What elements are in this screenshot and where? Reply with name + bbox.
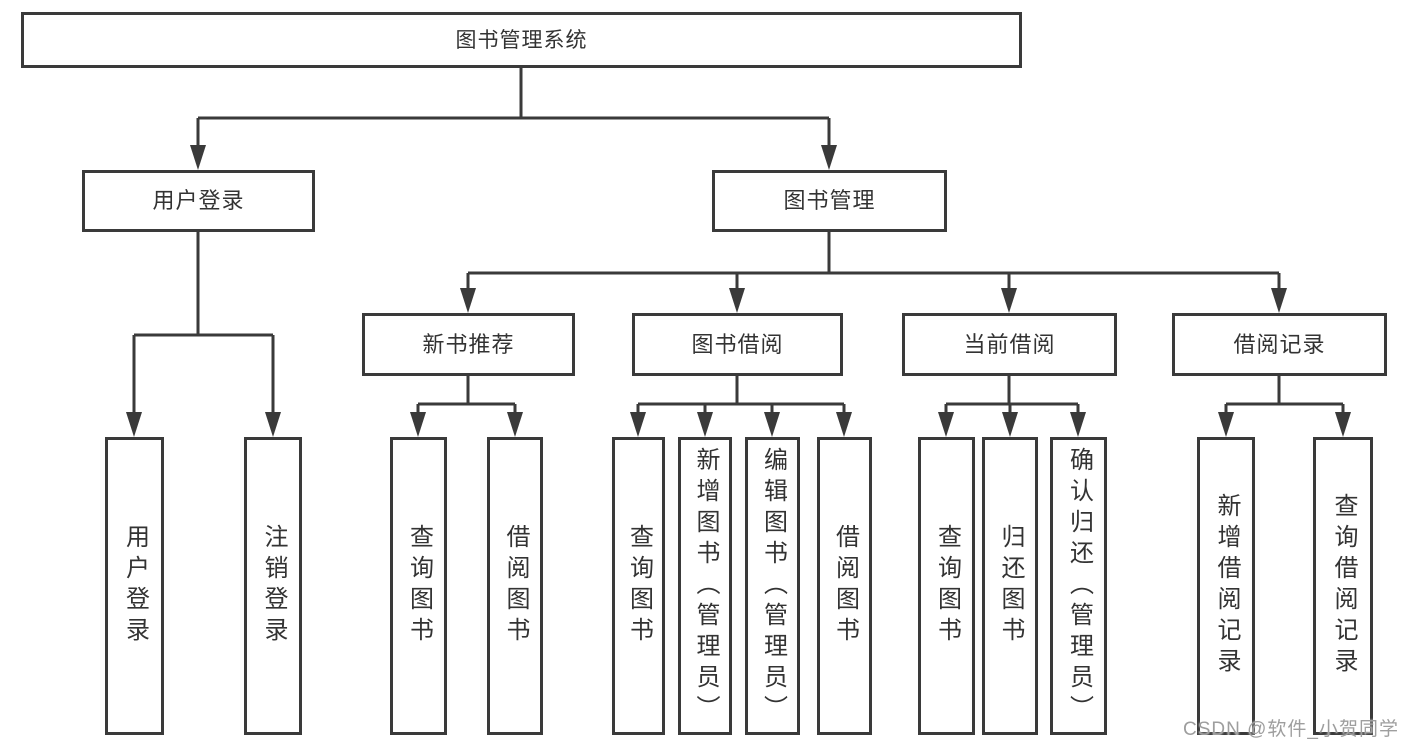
arrowhead-icon	[507, 412, 523, 437]
node-borrowing-records: 借阅记录	[1172, 313, 1387, 376]
arrowhead-icon	[410, 412, 426, 437]
node-label: 新书推荐	[422, 331, 515, 357]
node-current-borrowing: 当前借阅	[902, 313, 1117, 376]
leaf-label: 新增图书（管理员）	[692, 446, 719, 726]
arrowhead-icon	[630, 412, 646, 437]
leaf-label: 查询图书	[625, 524, 653, 648]
leaf-label: 借阅图书	[502, 524, 529, 648]
leaf-borrow-books-borrowing: 借阅图书	[817, 437, 872, 735]
arrowhead-icon	[697, 412, 713, 437]
arrowhead-icon	[190, 145, 206, 170]
arrowheads	[126, 145, 1351, 437]
leaf-confirm-return-admin: 确认归还（管理员）	[1050, 437, 1107, 735]
leaf-add-borrow-record: 新增借阅记录	[1197, 437, 1255, 735]
leaf-label: 新增借阅记录	[1213, 493, 1240, 679]
arrowhead-icon	[1335, 412, 1351, 437]
leaf-label: 查询图书	[933, 524, 961, 648]
arrowhead-icon	[1271, 288, 1287, 313]
arrowhead-icon	[1218, 412, 1234, 437]
arrowhead-icon	[836, 412, 852, 437]
leaf-search-borrow-record: 查询借阅记录	[1313, 437, 1373, 735]
arrowhead-icon	[265, 412, 281, 437]
leaf-edit-books-admin: 编辑图书（管理员）	[745, 437, 800, 735]
leaf-label: 注销登录	[260, 524, 287, 648]
leaf-search-books-borrowing: 查询图书	[612, 437, 665, 735]
node-label: 图书借阅	[691, 331, 784, 357]
leaf-label: 编辑图书（管理员）	[759, 446, 787, 726]
arrowhead-icon	[126, 412, 142, 437]
leaf-logout: 注销登录	[244, 437, 302, 735]
arrowhead-icon	[764, 412, 780, 437]
node-label: 图书管理系统	[455, 28, 588, 52]
leaf-label: 查询图书	[405, 524, 433, 648]
node-book-borrowing: 图书借阅	[632, 313, 843, 376]
arrowhead-icon	[729, 288, 745, 313]
node-label: 用户登录	[152, 188, 245, 213]
arrowhead-icon	[821, 145, 837, 170]
leaf-return-books: 归还图书	[982, 437, 1038, 735]
leaf-borrow-books-recommendation: 借阅图书	[487, 437, 543, 735]
leaf-add-books-admin: 新增图书（管理员）	[678, 437, 732, 735]
arrowhead-icon	[1070, 412, 1086, 437]
node-library-management-system: 图书管理系统	[21, 12, 1022, 68]
arrowhead-icon	[938, 412, 954, 437]
node-new-book-recommendation: 新书推荐	[362, 313, 575, 376]
csdn-watermark: CSDN @软件_小贺同学	[1183, 719, 1399, 740]
arrowhead-icon	[1002, 412, 1018, 437]
arrowhead-icon	[460, 288, 476, 313]
leaf-label: 确认归还（管理员）	[1065, 446, 1093, 726]
leaf-label: 归还图书	[997, 524, 1024, 648]
leaf-label: 查询借阅记录	[1330, 493, 1357, 679]
leaf-search-books-recommendation: 查询图书	[390, 437, 447, 735]
node-book-management: 图书管理	[712, 170, 947, 232]
node-label: 当前借阅	[963, 331, 1056, 357]
node-label: 借阅记录	[1233, 331, 1326, 357]
tree-edges	[132, 68, 1345, 419]
leaf-label: 用户登录	[121, 524, 149, 648]
arrowhead-icon	[1001, 288, 1017, 313]
leaf-search-books-current: 查询图书	[918, 437, 975, 735]
node-label: 图书管理	[783, 188, 876, 213]
leaf-user-login: 用户登录	[105, 437, 164, 735]
node-user-login: 用户登录	[82, 170, 315, 232]
leaf-label: 借阅图书	[831, 524, 859, 648]
